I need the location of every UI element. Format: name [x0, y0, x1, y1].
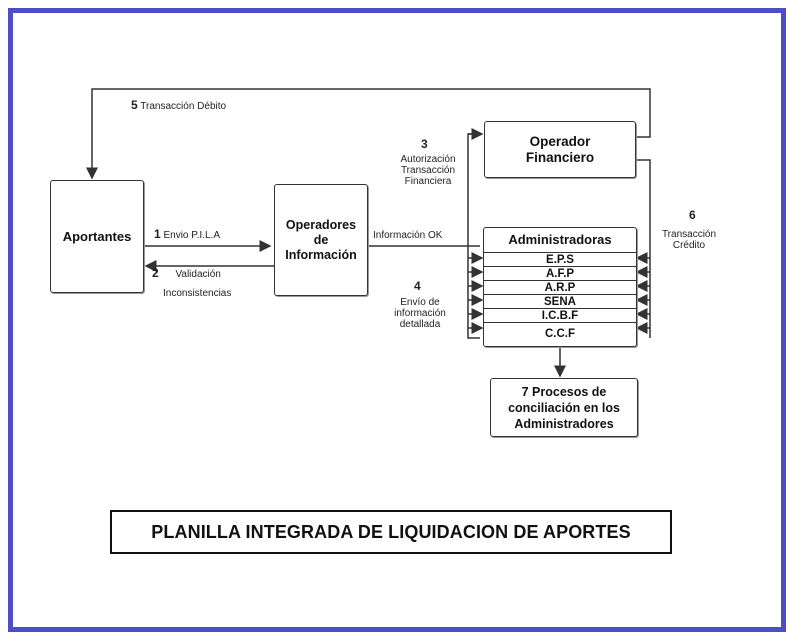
- label-step-2-line2: Inconsistencias: [163, 288, 232, 299]
- label-step-6: Transacción Crédito: [656, 229, 722, 251]
- step-1-text: Envio P.I.L.A: [163, 230, 220, 241]
- admin-item-eps: E.P.S: [484, 252, 636, 266]
- administradoras-title: Administradoras: [508, 232, 612, 247]
- step-4-line3: detallada: [399, 319, 441, 330]
- node-administradoras: Administradoras E.P.S A.F.P A.R.P SENA I…: [483, 227, 637, 347]
- node-operadores-informacion: Operadores de Información: [274, 184, 368, 296]
- step-6-number: 6: [689, 208, 696, 222]
- step-3-line3: Financiera: [404, 176, 452, 187]
- procesos-line1: 7 Procesos de: [521, 384, 607, 399]
- step-5-text: Transacción Débito: [140, 101, 227, 112]
- node-operador-financiero: Operador Financiero: [484, 121, 636, 178]
- diagram-title: PLANILLA INTEGRADA DE LIQUIDACION DE APO…: [110, 510, 672, 554]
- label-step-3: Autorización Transacción Financiera: [392, 154, 464, 187]
- label-step-3-number: 3: [421, 137, 428, 151]
- procesos-line3: Administradores: [514, 416, 614, 431]
- admin-item-afp: A.F.P: [484, 266, 636, 280]
- arrow-transaccion-debito: [86, 88, 651, 180]
- label-step-6-number: 6: [689, 208, 696, 222]
- node-aportantes-label: Aportantes: [62, 229, 132, 244]
- node-operador-financiero-line2: Financiero: [525, 149, 595, 165]
- step-5-number: 5: [131, 98, 138, 112]
- step-3-line2: Transacción: [400, 165, 456, 176]
- node-operadores-line2: de: [313, 232, 329, 247]
- step-3-line1: Autorización: [400, 154, 456, 165]
- step-1-number: 1: [154, 227, 161, 241]
- label-step-4-number: 4: [414, 279, 421, 293]
- left-bracket: [467, 133, 480, 339]
- admin-item-ccf: C.C.F: [484, 322, 636, 344]
- node-procesos-conciliacion: 7 Procesos de conciliación en los Admini…: [490, 378, 638, 437]
- right-bracket: [636, 159, 651, 338]
- admin-item-icbf: I.C.B.F: [484, 308, 636, 322]
- step-4-line2: información: [394, 308, 446, 319]
- admin-item-sena: SENA: [484, 294, 636, 308]
- admin-item-arp: A.R.P: [484, 280, 636, 294]
- label-step-5: 5 Transacción Débito: [131, 98, 227, 112]
- label-step-2: 2 Validación: [152, 266, 221, 280]
- label-informacion-ok: Información OK: [373, 230, 443, 241]
- node-operadores-line3: Información: [285, 247, 357, 262]
- step-6-line1: Transacción: [661, 229, 717, 240]
- step-6-line2: Crédito: [672, 240, 706, 251]
- label-step-4: Envío de información detallada: [384, 297, 456, 330]
- label-step-1: 1 Envio P.I.L.A: [154, 227, 220, 241]
- diagram-title-text: PLANILLA INTEGRADA DE LIQUIDACION DE APO…: [151, 521, 631, 542]
- node-operador-financiero-line1: Operador: [529, 133, 591, 149]
- step-2-number: 2: [152, 266, 159, 280]
- step-2-line1: Validación: [175, 269, 221, 280]
- step-4-number: 4: [414, 279, 421, 293]
- procesos-line2: conciliación en los: [508, 400, 620, 415]
- node-operadores-line1: Operadores: [285, 217, 357, 232]
- step-4-line1: Envío de: [400, 297, 440, 308]
- node-aportantes: Aportantes: [50, 180, 144, 293]
- step-3-number: 3: [421, 137, 428, 151]
